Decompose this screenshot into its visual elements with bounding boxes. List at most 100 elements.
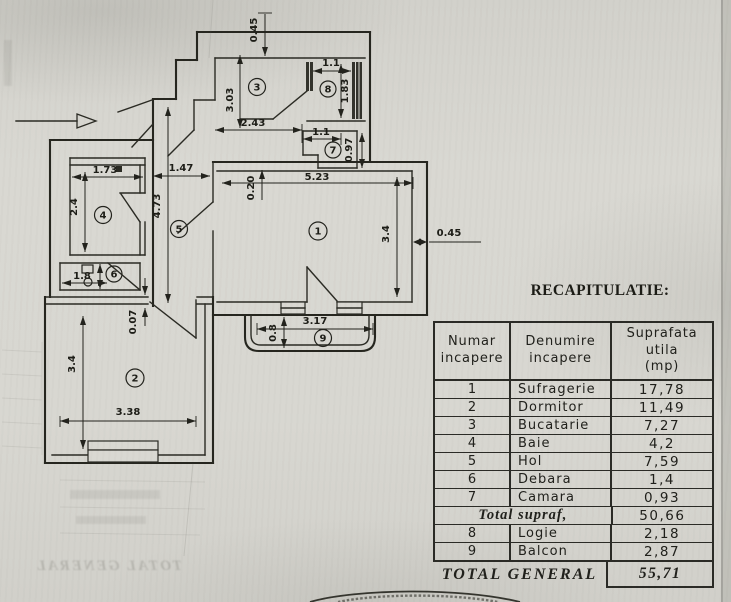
- dim-label: 5.23: [305, 172, 330, 183]
- dim-label: 1.73: [93, 165, 118, 176]
- room-label-9: 9: [313, 328, 333, 348]
- window: [87, 440, 159, 451]
- door-swing: [167, 129, 195, 157]
- room-label-8: 8: [319, 80, 337, 98]
- room-label-1: 1: [308, 221, 328, 241]
- cell-room-name: Sufragerie: [511, 381, 612, 398]
- cell-room-number: 2: [435, 399, 511, 416]
- room-label-2: 2: [125, 368, 145, 388]
- dim-label: 1.1: [322, 58, 340, 69]
- table-subtotal-row: Total supraf, 50,66: [435, 507, 712, 525]
- room-label-4: 4: [93, 205, 113, 225]
- svg-text:1: 1: [315, 227, 322, 238]
- cell-room-name: Debara: [511, 471, 612, 488]
- svg-text:4: 4: [100, 211, 107, 222]
- bleed-through-lines: [1, 342, 206, 536]
- svg-text:7: 7: [330, 146, 337, 157]
- svg-text:TOTAL GENERAL: TOTAL GENERAL: [35, 558, 182, 574]
- cell-room-area: 7,59: [643, 453, 681, 470]
- room-label-3: 3: [247, 77, 267, 97]
- recap-table: Numar incapere Denumire incapere Suprafa…: [433, 321, 714, 588]
- dim-label: 3.4: [381, 225, 392, 243]
- dim-label: 3.38: [116, 407, 141, 418]
- cell-room-area: 17,78: [638, 381, 686, 398]
- dimension-lines: [15, 12, 481, 449]
- cell-room-area: 0,93: [643, 489, 681, 506]
- dim-label: 4.73: [152, 194, 163, 219]
- door-swing: [272, 90, 308, 120]
- cell-room-number: 6: [435, 471, 511, 488]
- total-general-row: TOTAL GENERAL 55,71: [433, 562, 714, 588]
- door-swing: [177, 201, 214, 234]
- cell-room-number: 3: [435, 417, 511, 434]
- total-general-value: 55,71: [606, 562, 714, 588]
- cell-room-number: 9: [435, 543, 511, 560]
- dim-label: 1.83: [340, 79, 351, 104]
- header-room-number: Numar incapere: [435, 323, 511, 379]
- wall-dot: [116, 166, 122, 172]
- cell-room-area: 4,2: [649, 435, 675, 452]
- cell-room-name: Baie: [511, 435, 612, 452]
- total-general-label: TOTAL GENERAL: [441, 566, 598, 583]
- door-swing: [107, 262, 141, 291]
- dim-label: 3.4: [67, 355, 78, 373]
- cell-room-name: Camara: [511, 489, 612, 506]
- dim-label: 1.1: [312, 127, 330, 138]
- window: [87, 449, 159, 463]
- dim-label: 0.97: [344, 138, 355, 163]
- dim-label: 0.07: [128, 310, 139, 335]
- header-area: Suprafata utila (mp): [626, 325, 698, 375]
- cell-room-number: 1: [435, 381, 511, 398]
- bleed-through-smudges: [4, 40, 160, 524]
- walls: [43, 30, 429, 465]
- svg-text:2: 2: [132, 374, 139, 385]
- hatched-wall: [352, 62, 362, 119]
- recap-table-box: Numar incapere Denumire incapere Suprafa…: [433, 321, 714, 562]
- cell-room-name: Balcon: [511, 543, 612, 560]
- door-swing: [306, 266, 338, 302]
- cell-room-area: 1,4: [649, 471, 675, 488]
- subtotal-value: 50,66: [639, 507, 686, 524]
- dim-label: 1.8: [73, 271, 91, 282]
- dimension-labels: 0.45 3.03 2.43 1.1 1.83 1.1 0.97 1.47 4.…: [67, 18, 461, 418]
- entrance-door-swing: [117, 99, 153, 113]
- svg-text:5: 5: [176, 225, 183, 236]
- room-label-7: 7: [324, 141, 342, 159]
- dim-label: 2.43: [241, 118, 266, 129]
- fixture: [81, 264, 94, 274]
- cell-room-number: 5: [435, 453, 511, 470]
- recap-table-header: Numar incapere Denumire incapere Suprafa…: [435, 323, 712, 381]
- cell-room-name: Hol: [511, 453, 612, 470]
- dim-label: 0.8: [268, 324, 279, 342]
- balcony-outline: [243, 313, 377, 353]
- dim-label: 1.47: [169, 163, 194, 174]
- room-label-5: 5: [169, 219, 189, 239]
- dim-label: 0.45: [249, 18, 260, 43]
- room-label-6: 6: [105, 265, 123, 283]
- cell-room-name: Bucatarie: [511, 417, 612, 434]
- cell-room-number: 8: [435, 525, 511, 542]
- entrance-door-swing: [131, 123, 154, 148]
- cell-room-area: 2,87: [643, 543, 681, 560]
- cell-room-name: Logie: [511, 525, 612, 542]
- cell-room-number: 4: [435, 435, 511, 452]
- entrance-arrow: [15, 113, 98, 129]
- svg-text:8: 8: [325, 85, 332, 96]
- room-number-labels: 1 2 3 4 5 6 7 8 9: [93, 77, 342, 388]
- cell-room-name: Dormitor: [511, 399, 612, 416]
- dim-label: 3.03: [225, 88, 236, 113]
- subtotal-label: Total supraf,: [435, 507, 613, 524]
- cell-room-area: 7,27: [643, 417, 681, 434]
- cell-room-number: 7: [435, 489, 511, 506]
